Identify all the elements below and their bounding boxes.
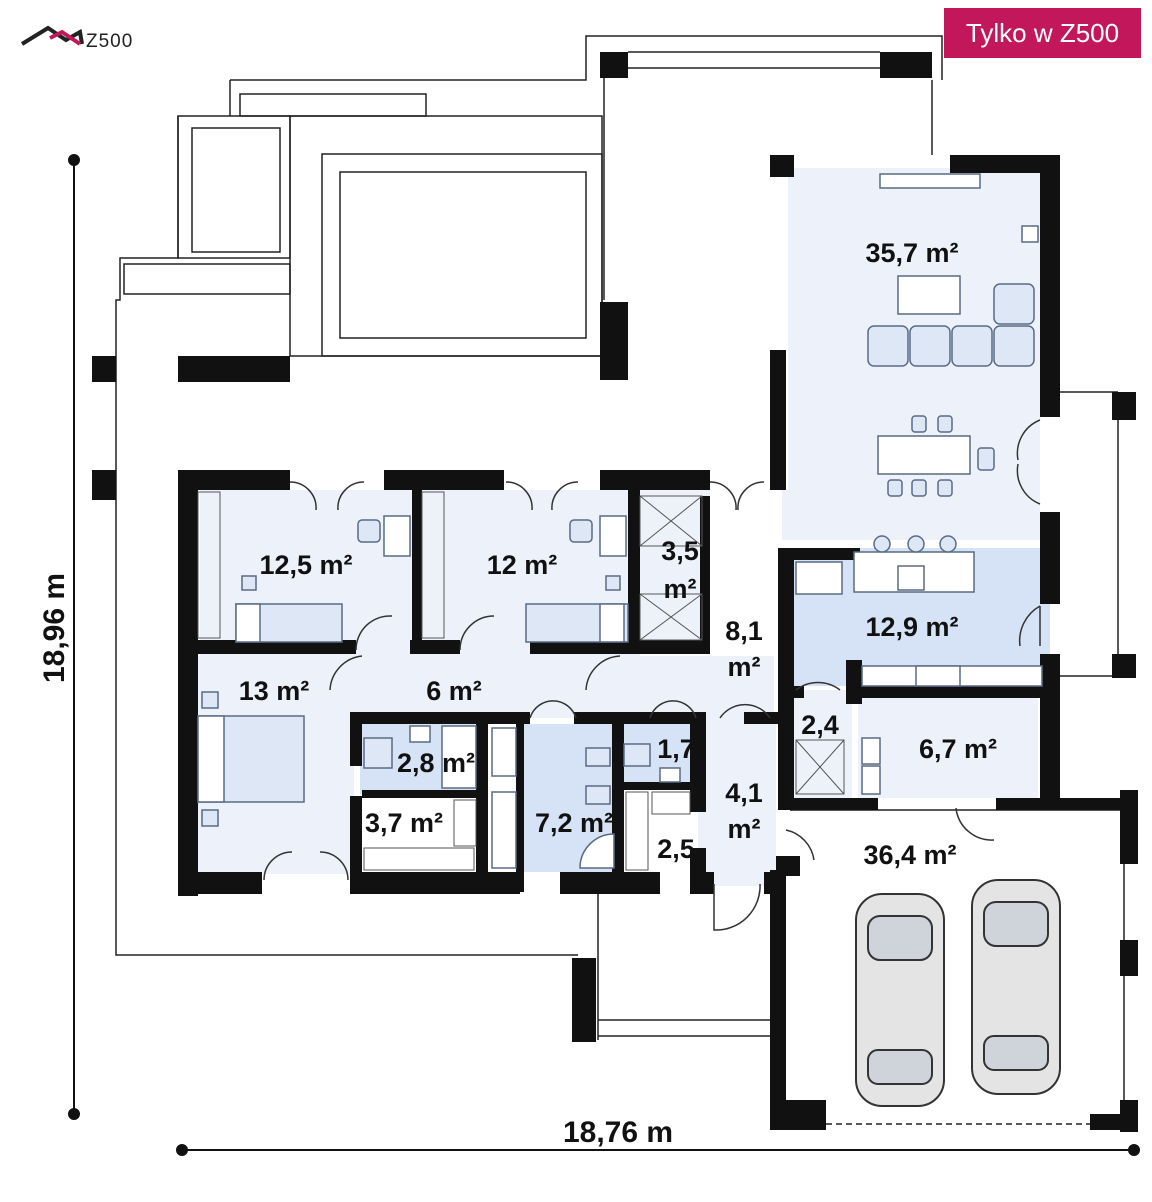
z500-logo: Z500	[20, 25, 133, 52]
logo-text: Z500	[86, 31, 133, 52]
walls	[92, 52, 1138, 1132]
dimension-width: 18,76 m	[563, 1116, 673, 1149]
room-label-closet: 3,7 m²	[365, 808, 443, 838]
room-label-bath-small: 2,8 m²	[397, 748, 475, 778]
room-label-entry-unit: m²	[728, 814, 761, 844]
room-label-storage: 2,5	[657, 834, 695, 864]
garage-outline	[790, 809, 1125, 1125]
room-label-wardrobe-value: 3,5	[661, 536, 699, 566]
terrace-outline	[115, 35, 1119, 1040]
room-label-utility: 6,7 m²	[919, 734, 997, 764]
room-label-garage: 36,4 m²	[863, 840, 956, 870]
room-labels: 35,7 m² 12,5 m² 12 m² 3,5 m² 8,1 m² 12,9…	[239, 238, 997, 870]
room-label-hall-value: 8,1	[725, 616, 763, 646]
room-label-corridor: 6 m²	[426, 676, 482, 706]
room-label-bedroom1: 12,5 m²	[259, 550, 352, 580]
furniture	[197, 173, 1043, 869]
wardrobes	[197, 491, 845, 871]
room-label-hall-unit: m²	[728, 652, 761, 682]
room-label-bedroom2: 12 m²	[487, 550, 558, 580]
room-label-living: 35,7 m²	[865, 238, 958, 268]
room-label-wardrobe-unit: m²	[664, 574, 697, 604]
garage-cars	[855, 879, 1061, 1107]
doors	[263, 419, 1041, 931]
exclusive-badge: Tylko w Z500	[944, 8, 1141, 58]
room-label-entry-value: 4,1	[725, 778, 763, 808]
room-label-wc: 1,7	[657, 734, 695, 764]
dimension-lines	[68, 154, 1140, 1156]
room-label-master: 13 m²	[239, 676, 310, 706]
room-label-kitchen: 12,9 m²	[865, 612, 958, 642]
room-label-bathroom: 7,2 m²	[535, 808, 613, 838]
dimension-height: 18,96 m	[38, 573, 71, 683]
room-label-pantry: 2,4	[801, 710, 839, 740]
